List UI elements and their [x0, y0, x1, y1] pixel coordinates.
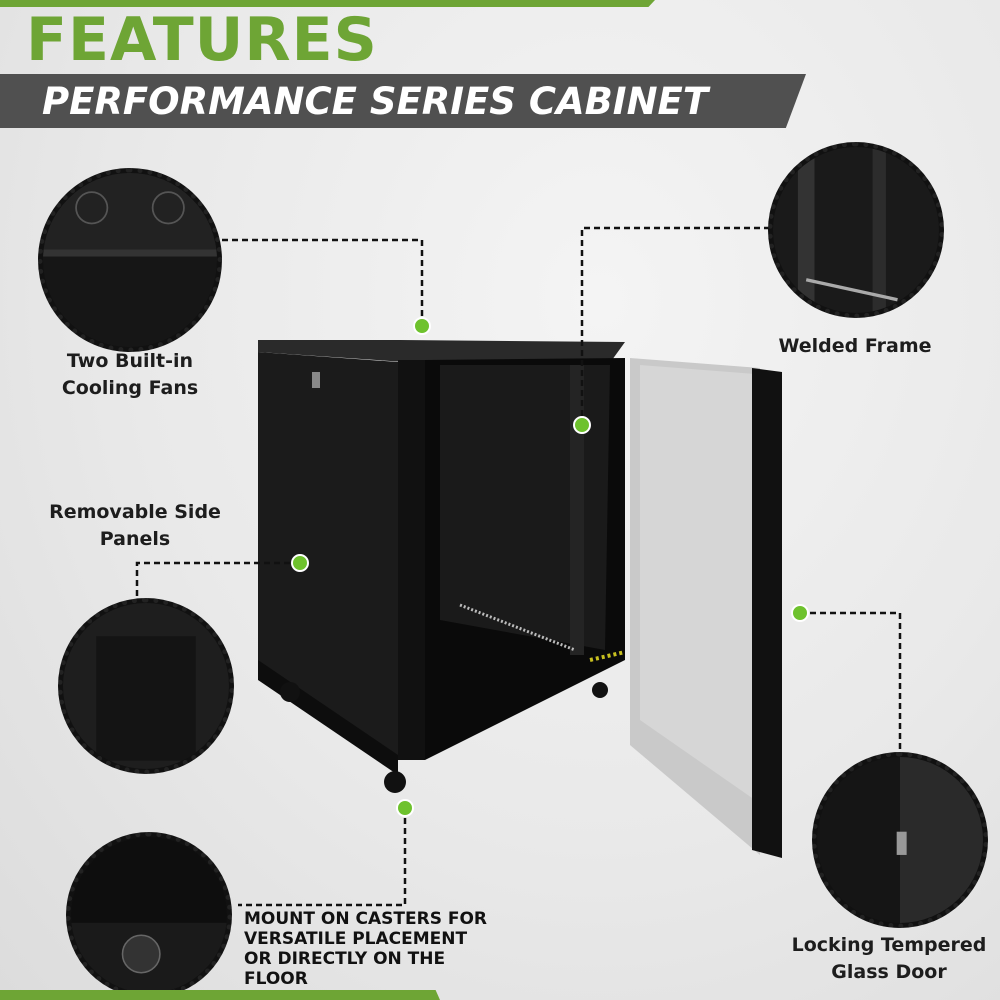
label-line: Locking Tempered [791, 934, 987, 956]
cooling-fans-detail-image [38, 168, 222, 352]
glass-door-detail-image [812, 752, 988, 928]
label-line: Panels [99, 528, 171, 550]
feature-label-cooling-fans: Two Built-in Cooling Fans [30, 348, 230, 402]
feature-label-welded-frame: Welded Frame [778, 335, 932, 357]
casters-detail-image [66, 832, 232, 998]
label-line: FLOOR [244, 969, 308, 989]
subtitle-band [0, 74, 806, 128]
label-line: Glass Door [831, 961, 947, 983]
feature-label-casters: MOUNT ON CASTERS FOR VERSATILE PLACEMENT… [244, 909, 514, 989]
feature-label-side-panels: Removable Side Panels [35, 499, 235, 553]
bottom-accent-bar [0, 990, 440, 1000]
label-line: Cooling Fans [61, 377, 199, 399]
feature-label-glass-door: Locking Tempered Glass Door [778, 932, 1000, 986]
page-subtitle: PERFORMANCE SERIES CABINET [42, 80, 709, 123]
label-line: VERSATILE PLACEMENT [244, 929, 468, 949]
cabinet-image [258, 340, 782, 858]
connector-lines [135, 226, 902, 907]
label-line: Removable Side [49, 501, 221, 523]
welded-frame-detail-image [768, 142, 944, 318]
top-accent-bar [0, 0, 655, 7]
label-line: OR DIRECTLY ON THE [244, 949, 446, 969]
side-panels-detail-image [58, 598, 234, 774]
page-title: FEATURES [26, 5, 378, 75]
callout-dots [291, 317, 809, 817]
label-line: MOUNT ON CASTERS FOR [244, 909, 488, 929]
label-line: Two Built-in [66, 350, 194, 372]
